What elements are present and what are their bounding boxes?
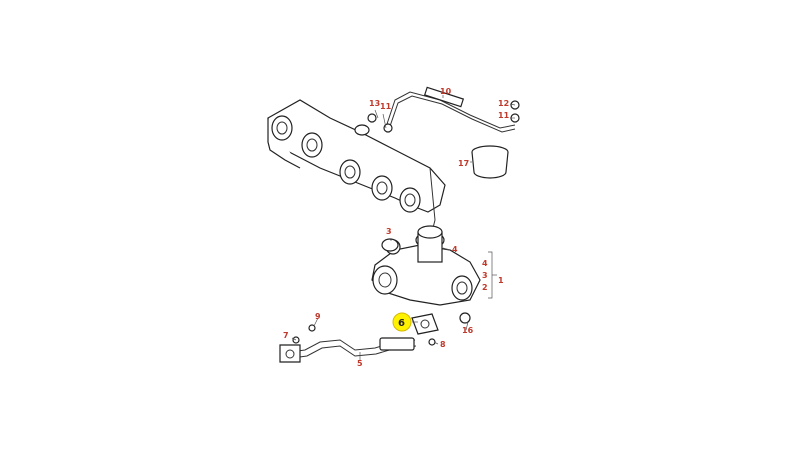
gasket-ring <box>381 238 399 252</box>
sleeve <box>471 145 509 179</box>
label-3-bracket: 3 <box>482 271 488 280</box>
label-13: 13 <box>369 99 380 108</box>
label-8: 8 <box>440 340 446 349</box>
label-3-gasket: 3 <box>386 227 392 236</box>
label-11-right: 11 <box>498 111 510 120</box>
label-17: 17 <box>458 159 469 168</box>
label-2: 2 <box>482 283 488 292</box>
label-6[interactable]: 6 <box>398 318 405 329</box>
label-4-stud: 4 <box>452 245 458 254</box>
oil-return-pipe <box>279 312 471 363</box>
label-7: 7 <box>283 331 289 340</box>
label-1: 1 <box>498 276 504 285</box>
highlight-marker[interactable] <box>392 312 412 332</box>
exhaust-manifold <box>267 99 446 241</box>
label-9: 9 <box>315 312 321 321</box>
label-11-left: 11 <box>380 102 392 111</box>
label-12: 12 <box>498 99 509 108</box>
label-10: 10 <box>440 87 452 96</box>
label-16: 16 <box>462 326 474 335</box>
turbocharger <box>371 225 481 306</box>
label-4-bracket: 4 <box>482 259 488 268</box>
label-5: 5 <box>357 359 363 368</box>
